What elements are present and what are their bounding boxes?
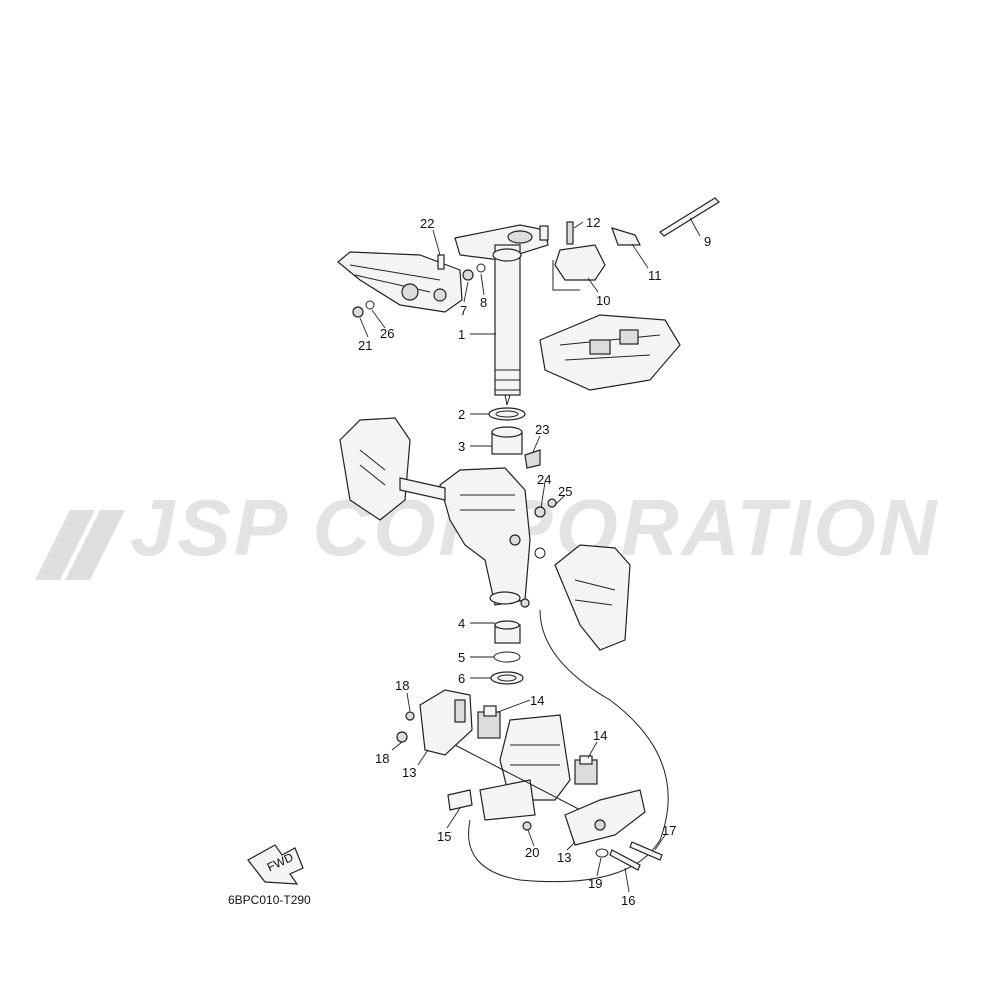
callout-9: 9 [704, 234, 711, 249]
callout-23: 23 [535, 422, 549, 437]
upper-bushings [488, 407, 541, 469]
callout-22: 22 [420, 216, 434, 231]
lower-bolts [595, 841, 663, 871]
watermark-text: JSP CORPORATION [130, 483, 940, 572]
callout-6: 6 [458, 671, 465, 686]
callout-21: 21 [358, 338, 372, 353]
clamp-bracket-right [554, 544, 631, 651]
steering-shaft [492, 244, 522, 406]
callout-17: 17 [662, 823, 676, 838]
swivel-bracket [339, 417, 557, 608]
leader-lines [359, 217, 701, 893]
callout-13-right: 13 [557, 850, 571, 865]
lower-housing [479, 714, 571, 821]
callout-24: 24 [537, 472, 551, 487]
steering-arm [454, 224, 549, 261]
bolts-upper [352, 254, 486, 318]
callout-11: 11 [648, 268, 662, 283]
callout-18-bottom: 18 [375, 751, 389, 766]
grease-line [468, 609, 669, 883]
callout-14-right: 14 [593, 728, 607, 743]
callout-4: 4 [458, 616, 465, 631]
lower-bushings [490, 620, 524, 685]
callout-5: 5 [458, 650, 465, 665]
bracket-15 [447, 789, 532, 831]
bracket-mount [552, 197, 720, 291]
callout-18-top: 18 [395, 678, 409, 693]
steering-bracket-upper [337, 251, 463, 313]
mount-plate [539, 314, 681, 391]
fwd-arrow-icon: FWD [247, 844, 304, 885]
callout-13-left: 13 [402, 765, 416, 780]
callout-26: 26 [380, 326, 394, 341]
callout-2: 2 [458, 407, 465, 422]
callout-19: 19 [588, 876, 602, 891]
callout-16: 16 [621, 893, 635, 908]
callout-labels: 1 2 3 4 5 6 7 8 9 10 11 12 13 13 14 14 1… [358, 215, 711, 908]
callout-8: 8 [480, 295, 487, 310]
callout-1: 1 [458, 327, 465, 342]
mount-rubbers [477, 705, 598, 785]
callout-3: 3 [458, 439, 465, 454]
callout-15: 15 [437, 829, 451, 844]
callout-7: 7 [460, 303, 467, 318]
callout-25: 25 [558, 484, 572, 499]
callout-12: 12 [586, 215, 600, 230]
lower-mount-right [564, 789, 646, 846]
callout-20: 20 [525, 845, 539, 860]
diagram-code: 6BPC010-T290 [228, 893, 311, 907]
watermark: JSP CORPORATION [35, 483, 940, 580]
callout-14-left: 14 [530, 693, 544, 708]
callout-10: 10 [596, 293, 610, 308]
connector-line [454, 744, 591, 816]
lower-mount-left [396, 689, 473, 756]
